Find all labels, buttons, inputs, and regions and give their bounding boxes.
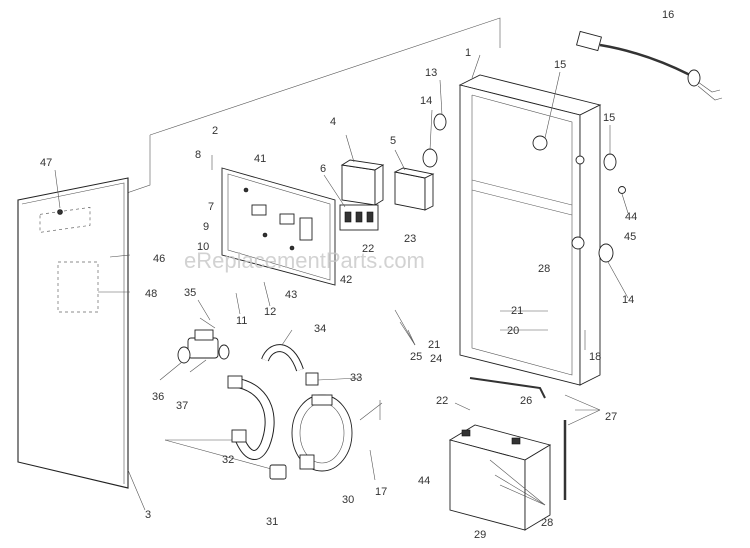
callout: 1 bbox=[465, 47, 471, 59]
watermark-text: eReplacementParts.com bbox=[184, 248, 425, 273]
solenoid-valve bbox=[177, 329, 230, 364]
front-cover-panel bbox=[17, 177, 129, 489]
control-plate bbox=[221, 167, 336, 286]
callout: 4 bbox=[330, 116, 336, 128]
callout: 28 bbox=[538, 263, 550, 275]
callout: 6 bbox=[320, 163, 326, 175]
callout: 30 bbox=[342, 494, 354, 506]
hose bbox=[227, 375, 275, 460]
callout: 45 bbox=[624, 231, 636, 243]
callout: 14 bbox=[622, 294, 634, 306]
enclosure-housing bbox=[458, 74, 602, 386]
callout: 14 bbox=[420, 95, 432, 107]
callout: 3 bbox=[145, 509, 151, 521]
battery bbox=[448, 424, 552, 531]
tube-34 bbox=[261, 344, 304, 372]
callout: 48 bbox=[145, 288, 157, 300]
callout: 17 bbox=[375, 486, 387, 498]
relay-4 bbox=[340, 159, 385, 206]
grommet-13 bbox=[433, 113, 447, 131]
callout: 46 bbox=[153, 253, 165, 265]
callout: 36 bbox=[152, 391, 164, 403]
callout: 44 bbox=[625, 211, 637, 223]
fitting-31 bbox=[269, 464, 287, 480]
callout: 5 bbox=[390, 135, 396, 147]
callout: 16 bbox=[662, 9, 674, 21]
callout: 29 bbox=[474, 529, 486, 541]
callout: 37 bbox=[176, 400, 188, 412]
regulator bbox=[291, 394, 353, 472]
callout: 22 bbox=[436, 395, 448, 407]
callout: 13 bbox=[425, 67, 437, 79]
callout: 28 bbox=[541, 517, 553, 529]
leader-lines bbox=[54, 54, 629, 511]
callout-labels: 1 2 3 4 5 6 7 8 9 10 11 12 13 14 14 15 1… bbox=[40, 9, 674, 541]
callout: 47 bbox=[40, 157, 52, 169]
callout: 24 bbox=[430, 353, 442, 365]
callout: 15 bbox=[603, 112, 615, 124]
contactor-6 bbox=[339, 204, 379, 231]
callout: 8 bbox=[195, 149, 201, 161]
callout: 34 bbox=[314, 323, 326, 335]
callout: 23 bbox=[404, 233, 416, 245]
grommet-14-top bbox=[422, 148, 438, 168]
callout: 26 bbox=[520, 395, 532, 407]
elbow-fitting-33 bbox=[305, 372, 319, 386]
callout: 21 bbox=[428, 339, 440, 351]
callout: 7 bbox=[208, 201, 214, 213]
callout: 10 bbox=[197, 241, 209, 253]
callout: 18 bbox=[589, 351, 601, 363]
grommet-14-right bbox=[598, 243, 614, 263]
callout: 9 bbox=[203, 221, 209, 233]
callout: 11 bbox=[236, 315, 247, 327]
callout: 27 bbox=[605, 411, 617, 423]
relay-5 bbox=[393, 167, 435, 211]
callout: 12 bbox=[264, 306, 276, 318]
callout: 15 bbox=[554, 59, 566, 71]
callout: 43 bbox=[285, 289, 297, 301]
battery-strap bbox=[469, 377, 567, 500]
wire-harness bbox=[576, 30, 723, 101]
washer-45 bbox=[618, 186, 626, 194]
callout: 42 bbox=[340, 274, 352, 286]
grommet-15-right bbox=[603, 153, 617, 171]
callout: 44 bbox=[418, 475, 430, 487]
callout: 31 bbox=[266, 516, 278, 528]
callout: 33 bbox=[350, 372, 362, 384]
callout: 41 bbox=[254, 153, 266, 165]
callout: 25 bbox=[410, 351, 422, 363]
callout: 32 bbox=[222, 454, 234, 466]
callout: 21 bbox=[511, 305, 523, 317]
callout: 2 bbox=[212, 125, 218, 137]
callout: 22 bbox=[362, 243, 374, 255]
callout: 20 bbox=[507, 325, 519, 337]
callout: 35 bbox=[184, 287, 196, 299]
